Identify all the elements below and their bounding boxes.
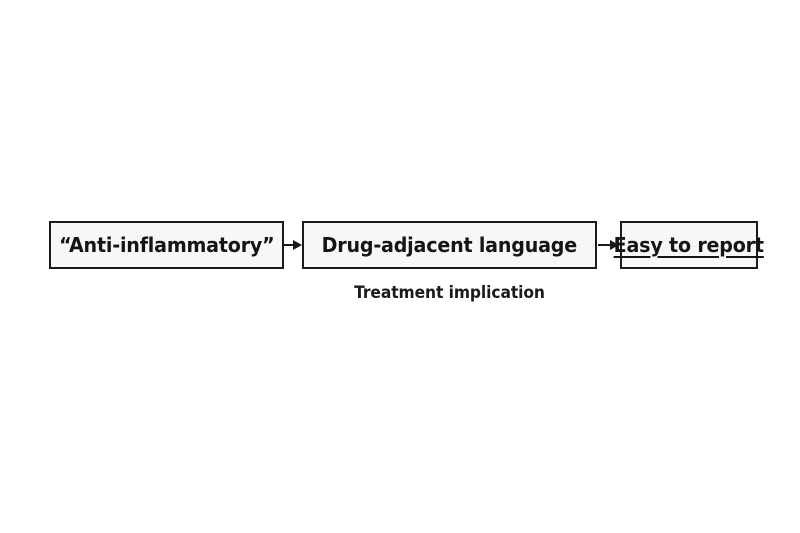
node-easy-to-report[interactable]: Easy to report bbox=[614, 221, 764, 269]
node-drug-adjacent-language[interactable]: Drug-adjacent language bbox=[302, 221, 597, 269]
diagram-caption: Treatment implication bbox=[302, 283, 597, 303]
node-easy-to-report-label: Easy to report bbox=[613, 232, 765, 257]
node-drug-adjacent-language-label: Drug-adjacent language bbox=[321, 232, 578, 257]
arrow-right-icon-2 bbox=[597, 221, 620, 269]
diagram-caption-text: Treatment implication bbox=[354, 283, 545, 302]
node-anti-inflammatory-label: “Anti-inflammatory” bbox=[58, 232, 275, 257]
node-anti-inflammatory[interactable]: “Anti-inflammatory” bbox=[49, 221, 284, 269]
flow-row: “Anti-inflammatory” Drug-adjacent langua… bbox=[49, 221, 764, 269]
arrow-right-icon-1 bbox=[284, 221, 302, 269]
